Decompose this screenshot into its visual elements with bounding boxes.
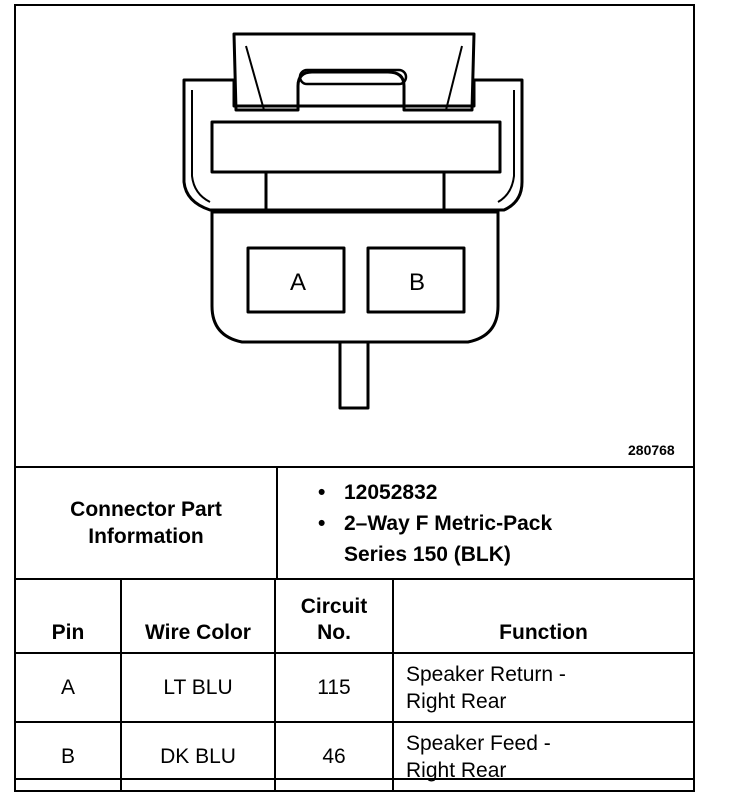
- pin-label-a: A: [290, 269, 306, 296]
- row-pin: A: [14, 652, 122, 723]
- pin-table-header: Pin Wire Color Circuit No. Function: [14, 578, 695, 654]
- connector-frame: A B 280768 Connector Part Information 12…: [14, 4, 695, 792]
- row-wire-color: LT BLU: [120, 652, 276, 723]
- row-circuit: 46: [274, 721, 394, 792]
- key-stub: [338, 340, 370, 410]
- pin-label-b: B: [409, 269, 425, 296]
- part-number: 12052832: [318, 477, 693, 508]
- header-pin: Pin: [14, 578, 122, 654]
- figure-id: 280768: [628, 442, 675, 458]
- header-wire-color: Wire Color: [120, 578, 276, 654]
- connector-body-outer: [182, 78, 524, 212]
- connector-diagram: A B 280768: [16, 6, 693, 466]
- connector-drawing: A B: [182, 32, 524, 410]
- part-info-values: 12052832 2–Way F Metric-Pack Series 150 …: [276, 466, 695, 580]
- pin-table: Pin Wire Color Circuit No. Function A LT…: [14, 578, 695, 792]
- part-description: 2–Way F Metric-Pack Series 150 (BLK): [318, 508, 693, 570]
- lock-slot: [298, 68, 408, 86]
- cavity-a: [246, 246, 346, 314]
- cavity-b: [366, 246, 466, 314]
- shoulder-band: [210, 120, 502, 174]
- lock-tab: [232, 32, 476, 112]
- row-function: Speaker Feed - Right Rear: [392, 721, 695, 792]
- row-wire-color: DK BLU: [120, 721, 276, 792]
- row-circuit: 115: [274, 652, 394, 723]
- header-circuit: Circuit No.: [274, 578, 394, 654]
- lock-tab-inner: [245, 45, 265, 111]
- row-function: Speaker Return - Right Rear: [392, 652, 695, 723]
- row-pin: B: [14, 721, 122, 792]
- table-row: A LT BLU 115 Speaker Return - Right Rear: [14, 652, 695, 723]
- header-function: Function: [392, 578, 695, 654]
- connector-face: [210, 210, 500, 344]
- part-info-label: Connector Part Information: [14, 466, 278, 580]
- table-row: B DK BLU 46 Speaker Feed - Right Rear: [14, 721, 695, 792]
- connector-part-info: Connector Part Information 12052832 2–Wa…: [14, 466, 695, 580]
